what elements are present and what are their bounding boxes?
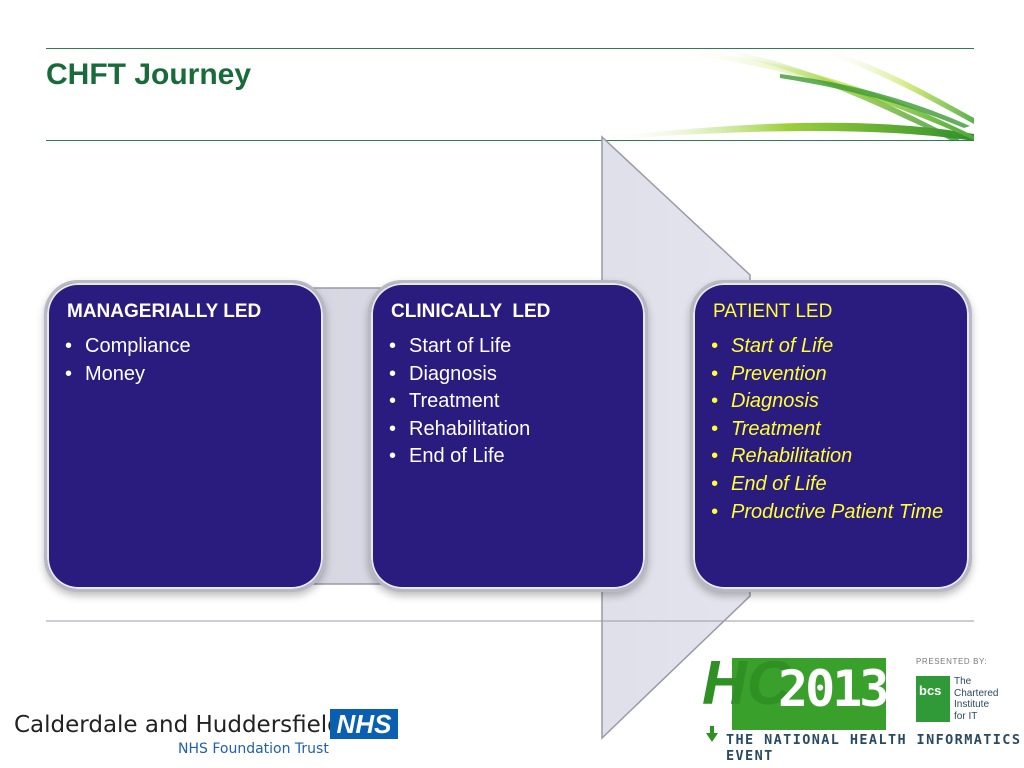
list-item: •Rehabilitation <box>711 445 853 467</box>
presented-by-label: PRESENTED BY: <box>916 657 988 666</box>
clinically-led-card: CLINICALLY LED •Start of Life •Diagnosis… <box>368 280 648 592</box>
list-item: •End of Life <box>711 472 827 495</box>
hc2013-logo-background <box>732 658 886 730</box>
list-item: •Treatment <box>711 417 821 440</box>
list-item: •Money <box>65 362 146 385</box>
list-item: •Start of Life <box>711 335 834 357</box>
slide-title: CHFT Journey <box>46 58 252 91</box>
hc-logo-year: 2013 <box>778 660 889 718</box>
list-item: •Rehabilitation <box>389 417 531 440</box>
list-item: •Productive Patient Time <box>711 501 944 523</box>
list-item: •Diagnosis <box>711 390 819 412</box>
list-item: •Diagnosis <box>389 362 497 385</box>
clinically-led-list: •Start of Life •Diagnosis •Treatment •Re… <box>385 333 530 471</box>
event-tagline: THE NATIONAL HEALTH INFORMATICS EVENT <box>726 732 1022 764</box>
nhs-logo: NHS <box>330 709 398 739</box>
trust-name-logo-text: Calderdale and Huddersfield <box>14 712 342 738</box>
patient-led-list: •Start of Life •Prevention •Diagnosis •T… <box>707 333 947 524</box>
list-item: •Treatment <box>389 390 500 412</box>
bcs-institute-name: The Chartered Institute for IT <box>954 676 999 722</box>
header-swoosh-graphic <box>600 46 974 141</box>
patient-led-heading: PATIENT LED <box>713 301 833 322</box>
clinically-led-heading: CLINICALLY LED <box>391 301 551 322</box>
bcs-logo <box>916 676 950 722</box>
arrow-down-icon <box>706 726 718 742</box>
list-item: •Compliance <box>65 335 191 357</box>
list-item: •End of Life <box>389 445 505 467</box>
title-bottom-rule <box>46 140 974 141</box>
managerially-led-heading: MANAGERIALLY LED <box>67 301 262 322</box>
managerially-led-card: MANAGERIALLY LED •Compliance •Money <box>44 280 326 592</box>
trust-subtitle: NHS Foundation Trust <box>178 741 329 757</box>
list-item: •Prevention <box>711 362 827 385</box>
patient-led-card: PATIENT LED •Start of Life •Prevention •… <box>690 280 972 592</box>
bcs-logo-text: bcs <box>919 683 942 698</box>
hc-logo-letters: HC <box>702 649 792 718</box>
managerially-led-list: •Compliance •Money <box>61 333 191 388</box>
title-top-rule <box>46 48 974 49</box>
list-item: •Start of Life <box>389 335 512 357</box>
